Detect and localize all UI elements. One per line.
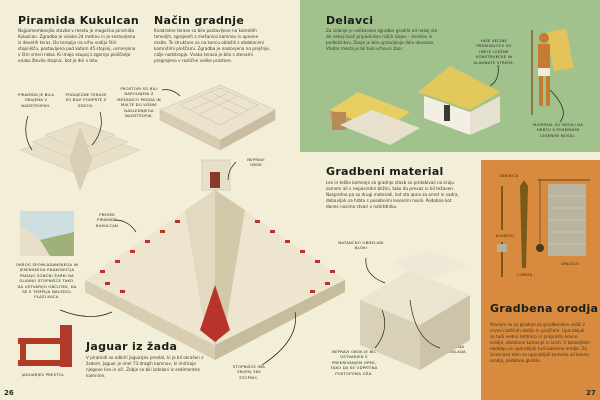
kukulcan-pyramid bbox=[85, 159, 345, 360]
delavci-text: Za zidanje je velikanske zgradbe gradila… bbox=[326, 28, 438, 51]
label-false-arch: Nepravi obok bbox=[247, 157, 265, 168]
kukulcan-text: Najpomembnejša stavba v mestu je mogočna… bbox=[18, 28, 136, 63]
label-section: Presek piramide Kukulcan bbox=[95, 212, 119, 228]
page-number-left: 26 bbox=[4, 389, 14, 397]
tools-title: Gradbena orodja bbox=[490, 302, 599, 315]
terrace-grid-pyramid bbox=[159, 84, 276, 151]
label-plumb: Grezilo bbox=[560, 261, 580, 266]
jaguar-text: V piramidi so odkrili jaguarjev prestol,… bbox=[86, 355, 204, 378]
label-houses: Hiše večine prebivalcev so imele lesene … bbox=[473, 38, 515, 65]
label-arch: Nepravi obok je bil ustvarjen s prekriva… bbox=[330, 349, 378, 376]
equinox-inset bbox=[20, 211, 74, 256]
label-floors: Piramida je bila grajena v nadstropjih. bbox=[18, 92, 54, 108]
stepped-pyramid-small bbox=[19, 121, 141, 191]
tools-text: Povsem so za gradnjo za gradbenikov veli… bbox=[490, 322, 591, 363]
label-terraces: Podajezne terase so bile podprte z zidov… bbox=[65, 92, 107, 108]
label-throne: Jaguarjev prestol bbox=[21, 372, 65, 377]
label-equinox: Okrog spomladanskega in jesenskega enako… bbox=[16, 262, 78, 300]
gradnja-text: Kvadratne terase so bile postavljene na … bbox=[154, 28, 271, 63]
jaguar-title: Jaguar iz žada bbox=[86, 340, 178, 353]
material-text: Les in težko kamenje za gradnjo stavb so… bbox=[326, 180, 459, 209]
label-blocks: Natančno obdelani bloki bbox=[338, 240, 384, 251]
kukulcan-title: Piramida Kukulcan bbox=[18, 14, 139, 27]
label-fill: Prostori so bili napolnjeni z mešanico p… bbox=[117, 86, 161, 119]
jaguar-throne bbox=[18, 325, 72, 367]
label-lintel: Nosilna preklada bbox=[444, 344, 466, 355]
label-spade: Lopata bbox=[517, 272, 533, 277]
label-chisel: Sekirica bbox=[499, 173, 519, 178]
gradnja-title: Način gradnje bbox=[154, 14, 245, 27]
label-worker: Material so nosili na hrbtu s posebnimi … bbox=[532, 122, 584, 138]
page-number-right: 27 bbox=[586, 389, 596, 397]
delavci-title: Delavci bbox=[326, 14, 374, 27]
label-stairs: Stopnišče ima skupaj 365 stopnic. bbox=[232, 364, 266, 380]
material-title: Gradbeni material bbox=[326, 165, 444, 178]
tools-panel bbox=[481, 160, 600, 400]
label-hammer: Kladivo bbox=[495, 233, 515, 238]
